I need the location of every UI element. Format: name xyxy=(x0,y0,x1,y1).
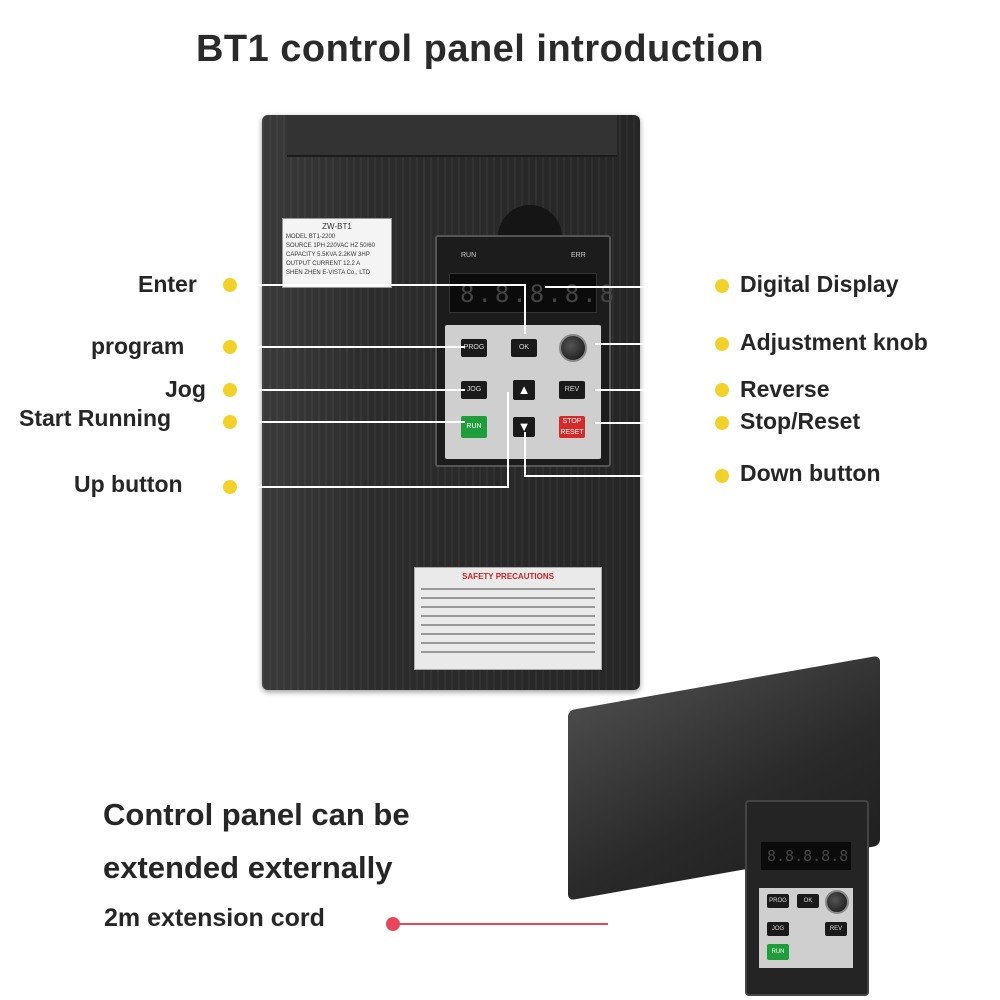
external-rev-button[interactable]: REV xyxy=(825,922,847,936)
reset-label: RESET xyxy=(560,429,584,436)
external-knob[interactable] xyxy=(825,890,849,914)
page-title: BT1 control panel introduction xyxy=(195,28,765,70)
jog-dot xyxy=(223,383,237,397)
spec-line: SHEN ZHEN E-VISTA Co., LTD xyxy=(286,270,371,276)
down-button-dot xyxy=(715,469,729,483)
cord-dot xyxy=(386,917,400,931)
up-button-dot xyxy=(223,480,237,494)
spec-label-title: ZW-BT1 xyxy=(322,222,352,231)
safety-precautions-label: SAFETY PRECAUTIONS xyxy=(414,567,602,670)
stop-reset-button[interactable]: STOP RESET xyxy=(559,416,585,438)
spec-line: CAPACITY 5.5KVA 2.2KW 3HP xyxy=(286,252,370,258)
digital-display-dot xyxy=(715,279,729,293)
adjustment-knob[interactable] xyxy=(559,334,587,362)
spec-line: SOURCE 1PH 220VAC HZ 50/60 xyxy=(286,243,375,249)
callout-down-button: Down button xyxy=(740,460,881,486)
cord-label: 2m extension cord xyxy=(104,904,325,932)
callout-adjustment-knob: Adjustment knob xyxy=(740,329,928,355)
callout-jog: Jog xyxy=(165,376,206,402)
external-display: 8.8.8.8.8 xyxy=(761,842,851,870)
callout-stop-reset: Stop/Reset xyxy=(740,408,861,434)
external-control-panel: 8.8.8.8.8 PROG OK JOG REV RUN xyxy=(745,800,869,996)
up-button[interactable]: ▲ xyxy=(513,380,535,400)
enter-dot xyxy=(223,278,237,292)
run-button[interactable]: RUN xyxy=(461,416,487,438)
external-ok-button[interactable]: OK xyxy=(797,894,819,908)
down-button[interactable]: ▼ xyxy=(513,417,535,437)
down-line xyxy=(524,432,722,477)
err-led-label: ERR xyxy=(571,252,586,259)
callout-up-button: Up button xyxy=(74,471,183,497)
stop-label: STOP xyxy=(562,418,582,425)
ok-button[interactable]: OK xyxy=(511,339,537,357)
spec-label: ZW-BT1 MODEL BT1-2200 SOURCE 1PH 220VAC … xyxy=(282,218,392,288)
stop-reset-dot xyxy=(715,416,729,430)
callout-program: program xyxy=(91,333,185,359)
external-run-button[interactable]: RUN xyxy=(767,944,789,960)
safety-title: SAFETY PRECAUTIONS xyxy=(462,572,554,581)
enter-line xyxy=(230,284,526,334)
adjustment-knob-dot xyxy=(715,337,729,351)
reverse-dot xyxy=(715,383,729,397)
external-jog-button[interactable]: JOG xyxy=(767,922,789,936)
spec-line: MODEL BT1-2200 xyxy=(286,234,336,240)
program-dot xyxy=(223,340,237,354)
extension-caption: Control panel can be extended externally xyxy=(103,788,410,894)
jog-button[interactable]: JOG xyxy=(461,381,487,399)
callout-start-running: Start Running xyxy=(19,405,172,431)
extension-line-1: Control panel can be xyxy=(103,797,410,832)
button-area: PROG OK JOG ▲ REV RUN ▼ STOP RESET xyxy=(445,325,601,459)
digital-display: 8.8.8.8.8 xyxy=(449,273,614,313)
callout-enter: Enter xyxy=(138,271,197,297)
external-prog-button[interactable]: PROG xyxy=(767,894,789,908)
extension-line-2: extended externally xyxy=(103,850,393,885)
prog-button[interactable]: PROG xyxy=(461,339,487,357)
inverter-top-rail xyxy=(287,115,617,157)
spec-line: OUTPUT CURRENT 12.2 A xyxy=(286,261,361,267)
callout-reverse: Reverse xyxy=(740,376,830,402)
up-line xyxy=(230,392,509,488)
rev-button[interactable]: REV xyxy=(559,381,585,399)
start-running-dot xyxy=(223,415,237,429)
run-led-label: RUN xyxy=(461,252,477,259)
inverter-body: ZW-BT1 MODEL BT1-2200 SOURCE 1PH 220VAC … xyxy=(262,115,640,690)
control-keypad: RUN ERR 8.8.8.8.8 PROG OK JOG ▲ REV RUN … xyxy=(435,235,614,467)
callout-digital-display: Digital Display xyxy=(740,271,899,297)
external-button-area: PROG OK JOG REV RUN xyxy=(759,888,853,968)
